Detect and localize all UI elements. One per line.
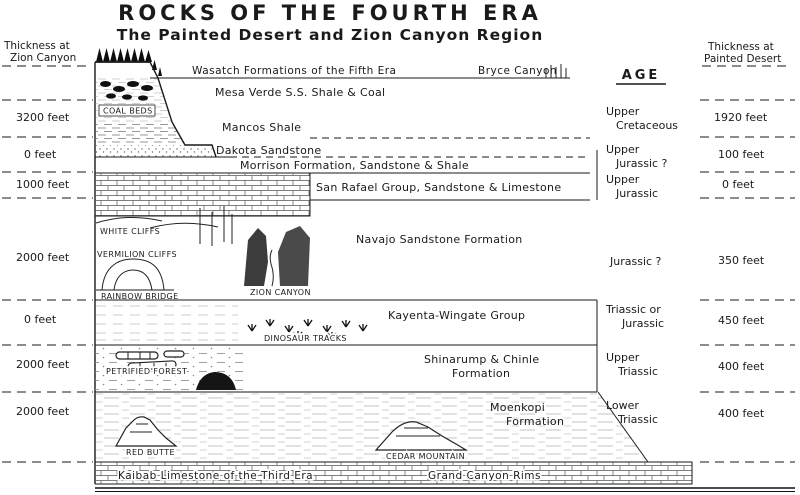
age-1-line2: Jurassic ? [615, 157, 668, 170]
petrified-logs-icon [115, 350, 185, 371]
page-subtitle: The Painted Desert and Zion Canyon Regio… [117, 26, 543, 44]
formation-labels: Mesa Verde S.S. Shale & Coal Mancos Shal… [215, 86, 564, 428]
age-6-line2: Triassic [617, 413, 658, 426]
left-header-line2: Zion Canyon [10, 52, 76, 64]
scene-label-red-butte: RED BUTTE [126, 448, 175, 457]
zion-thickness-5: 2000 feet [16, 358, 70, 371]
age-2-line2: Jurassic [615, 187, 658, 200]
formation-label-morrison: Morrison Formation, Sandstone & Shale [240, 159, 469, 172]
right-column-header: Thickness at Painted Desert [702, 41, 792, 67]
left-column-header: Thickness at Zion Canyon [2, 40, 90, 67]
formation-label-san-rafael: San Rafael Group, Sandstone & Limestone [316, 181, 561, 194]
age-0-line1: Upper [606, 105, 640, 118]
caption-grand-canyon-rims: Grand Canyon Rims [428, 470, 541, 482]
mancos-slope [95, 122, 185, 145]
caption-wasatch: Wasatch Formations of the Fifth Era [192, 65, 396, 77]
scene-label-petrified-forest: PETRIFIED FOREST [106, 367, 187, 376]
zion-thickness-0: 3200 feet [16, 111, 70, 124]
right-header-line1: Thickness at [707, 41, 774, 53]
cross-section: Wasatch Formations of the Fifth Era Bryc… [94, 48, 795, 492]
painted-thickness-column: 1920 feet 100 feet 0 feet 350 feet 450 f… [714, 111, 768, 420]
formation-label-shinarump-line1: Shinarump & Chinle [424, 353, 539, 366]
age-5-line2: Triassic [617, 365, 658, 378]
red-butte-strata [130, 423, 152, 433]
age-column-header: AGE [616, 68, 666, 85]
san-rafael-ledge-outline [95, 173, 311, 217]
san-rafael-ledge [95, 173, 310, 216]
page-title: ROCKS OF THE FOURTH ERA [118, 1, 542, 25]
zion-thickness-column: 3200 feet 0 feet 1000 feet 2000 feet 0 f… [16, 111, 70, 418]
coal-beds-icon [100, 81, 153, 101]
age-2-line1: Upper [606, 173, 640, 186]
zion-canyon-right-wall-icon [278, 226, 310, 286]
scene-label-dinosaur-tracks: DINOSAUR TRACKS [264, 334, 347, 343]
right-header-line2: Painted Desert [704, 53, 781, 65]
kaibab-outline [95, 461, 693, 485]
painted-thickness-3: 350 feet [718, 254, 765, 267]
painted-thickness-2: 0 feet [722, 178, 755, 191]
moenkopi-right-edge [597, 391, 649, 463]
zion-thickness-4: 0 feet [24, 313, 57, 326]
scene-label-cedar-mountain: CEDAR MOUNTAIN [386, 452, 465, 461]
painted-thickness-6: 400 feet [718, 407, 765, 420]
painted-thickness-4: 450 feet [718, 314, 765, 327]
right-leader-lines [700, 99, 795, 463]
formation-label-moenkopi-line2: Formation [506, 415, 564, 428]
zion-thickness-3: 2000 feet [16, 251, 70, 264]
painted-thickness-5: 400 feet [718, 360, 765, 373]
formation-label-navajo: Navajo Sandstone Formation [356, 233, 523, 246]
dark-hill-icon [196, 372, 236, 390]
formation-label-kayenta-wingate: Kayenta-Wingate Group [388, 309, 525, 322]
formation-label-mesa-verde: Mesa Verde S.S. Shale & Coal [215, 86, 385, 99]
zion-canyon-left-wall-icon [244, 228, 268, 286]
left-header-line1: Thickness at [3, 40, 70, 52]
rainbow-bridge-outer-arch-icon [101, 258, 165, 291]
left-leader-lines [2, 99, 93, 463]
scene-label-coal-beds: COAL BEDS [103, 107, 153, 116]
scene-label-vermilion-cliffs: VERMILION CLIFFS [97, 250, 177, 259]
caption-bryce-canyon: Bryce Canyon [478, 65, 557, 77]
formation-label-dakota: Dakota Sandstone [216, 144, 321, 157]
age-3-line1: Jurassic ? [609, 255, 662, 268]
zion-canyon-river-icon [269, 249, 274, 287]
kayenta-strata-lines [96, 305, 238, 341]
zion-thickness-2: 1000 feet [16, 178, 70, 191]
scene-label-zion-canyon: ZION CANYON [250, 288, 311, 297]
coal-beds-label-box [98, 104, 156, 117]
age-1-line1: Upper [606, 143, 640, 156]
formation-label-mancos: Mancos Shale [222, 121, 301, 134]
white-cliffs-crossbeds-icon [95, 206, 233, 246]
dakota-ledge [95, 145, 212, 157]
painted-thickness-0: 1920 feet [714, 111, 768, 124]
age-5-line1: Upper [606, 351, 640, 364]
age-6-line1: Lower [606, 399, 639, 412]
cedar-mountain-strata [396, 427, 440, 437]
age-0-line2: Cretaceous [616, 119, 678, 132]
age-4-line1: Triassic or [605, 303, 661, 316]
dinosaur-tracks-icon [247, 319, 368, 340]
zion-thickness-1: 0 feet [24, 148, 57, 161]
caption-kaibab: Kaibab Limestone of the Third Era [118, 470, 313, 482]
formation-label-shinarump-line2: Formation [452, 367, 510, 380]
kaibab-band [95, 462, 692, 484]
age-column: Upper Cretaceous Upper Jurassic ? Upper … [596, 105, 678, 426]
scene-label-white-cliffs: WHITE CLIFFS [100, 227, 160, 236]
formation-label-moenkopi-line1: Moenkopi [490, 401, 545, 414]
rainbow-bridge-inner-arch-icon [113, 269, 153, 291]
cliff-profile-outline [95, 61, 217, 158]
age-header: AGE [622, 68, 661, 83]
scene-label-rainbow-bridge: RAINBOW BRIDGE [101, 292, 179, 301]
bryce-hoodoos-icon [545, 64, 567, 78]
zion-thickness-6: 2000 feet [16, 405, 70, 418]
moenkopi-band-texture [95, 392, 648, 462]
red-butte-icon [114, 416, 178, 447]
painted-thickness-1: 100 feet [718, 148, 765, 161]
age-4-line2: Jurassic [621, 317, 664, 330]
